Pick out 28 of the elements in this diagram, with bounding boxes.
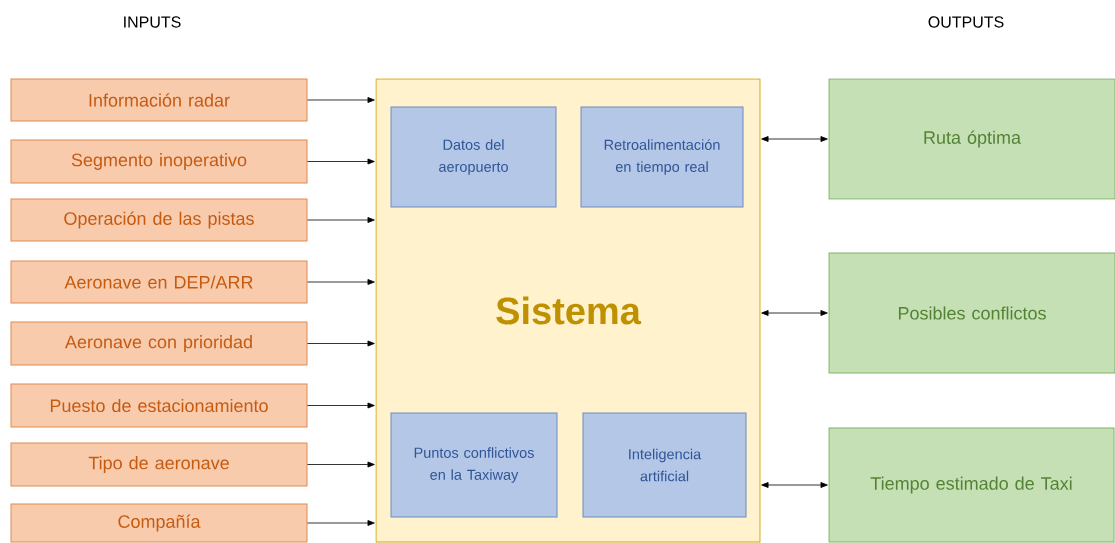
module-box: Datos del aeropuerto — [390, 106, 557, 208]
arrow — [761, 482, 828, 488]
input-box: Segmento inoperativo — [10, 139, 308, 184]
module-box: Inteligencia artificial — [582, 412, 747, 518]
arrow — [307, 217, 375, 223]
module-box: Retroalimentación en tiempo real — [580, 106, 744, 208]
input-box: Tipo de aeronave — [10, 442, 308, 487]
arrow — [307, 520, 375, 526]
arrow — [307, 340, 375, 347]
output-box: Posibles conflictos — [828, 252, 1115, 374]
input-box: Información radar — [10, 78, 308, 122]
arrow — [307, 158, 375, 165]
arrow — [761, 310, 828, 316]
module-box: Puntos conflictivos en la Taxiway — [390, 412, 558, 518]
input-box: Aeronave en DEP/ARR — [10, 260, 308, 304]
input-box: Operación de las pistas — [10, 198, 308, 242]
output-box: Ruta óptima — [828, 78, 1115, 200]
input-box: Compañía — [10, 503, 308, 543]
input-box: Puesto de estacionamiento — [10, 383, 308, 428]
arrow — [307, 402, 375, 409]
column-heading: OUTPUTS — [928, 16, 1004, 28]
column-heading: INPUTS — [124, 16, 181, 28]
arrow — [307, 461, 375, 468]
output-box: Tiempo estimado de Taxi — [828, 427, 1115, 543]
arrow — [307, 279, 375, 285]
arrow — [307, 97, 375, 103]
input-box: Aeronave con prioridad — [10, 321, 308, 366]
arrow — [761, 136, 828, 142]
